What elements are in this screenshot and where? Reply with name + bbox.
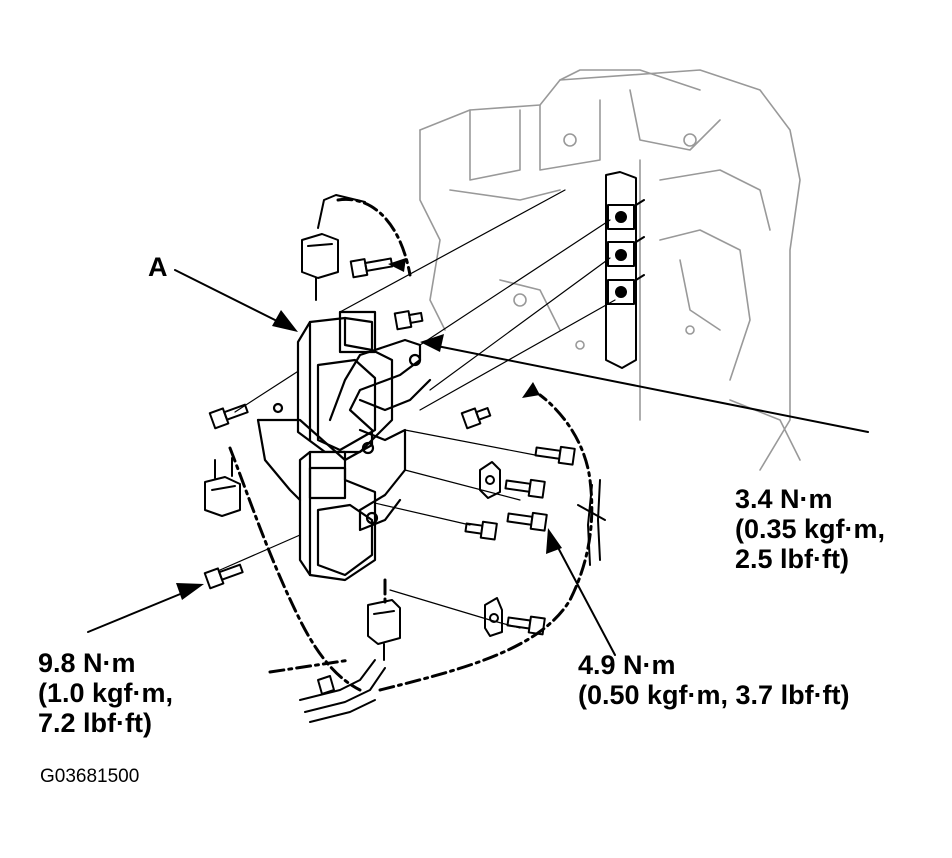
mounting-bracket-strip [605, 171, 645, 369]
callout-a-label: A [148, 252, 168, 282]
wire-clips [479, 461, 503, 637]
leader-arrows [87, 269, 869, 656]
arrowheads [176, 258, 562, 600]
torque-4-9-line-1: 4.9 N·m [578, 650, 676, 680]
connector-top-left [301, 194, 366, 301]
torque-3-4-line-1: 3.4 N·m [735, 484, 833, 514]
torque-spec-3-4: 3.4 N·m (0.35 kgf·m, 2.5 lbf·ft) [735, 484, 885, 574]
torque-3-4-line-2: (0.35 kgf·m, [735, 514, 886, 544]
vehicle-body-structure [419, 69, 801, 471]
torque-9-8-line-1: 9.8 N·m [38, 648, 136, 678]
connector-left [204, 457, 241, 517]
torque-4-9-line-2: (0.50 kgf·m, 3.7 lbf·ft) [578, 680, 850, 710]
routing-lines [228, 197, 594, 692]
torque-3-4-line-3: 2.5 lbf·ft) [735, 544, 849, 574]
torque-spec-4-9: 4.9 N·m (0.50 kgf·m, 3.7 lbf·ft) [578, 650, 850, 710]
mounting-bracket [256, 338, 432, 532]
torque-9-8-line-3: 7.2 lbf·ft) [38, 708, 152, 738]
figure-code: G03681500 [40, 766, 140, 787]
torque-9-8-line-2: (1.0 kgf·m, [38, 678, 174, 708]
control-unit-a [296, 310, 394, 582]
connector-bottom [367, 599, 401, 661]
torque-spec-9-8: 9.8 N·m (1.0 kgf·m, 7.2 lbf·ft) [38, 648, 173, 738]
wire-harness [299, 479, 606, 723]
